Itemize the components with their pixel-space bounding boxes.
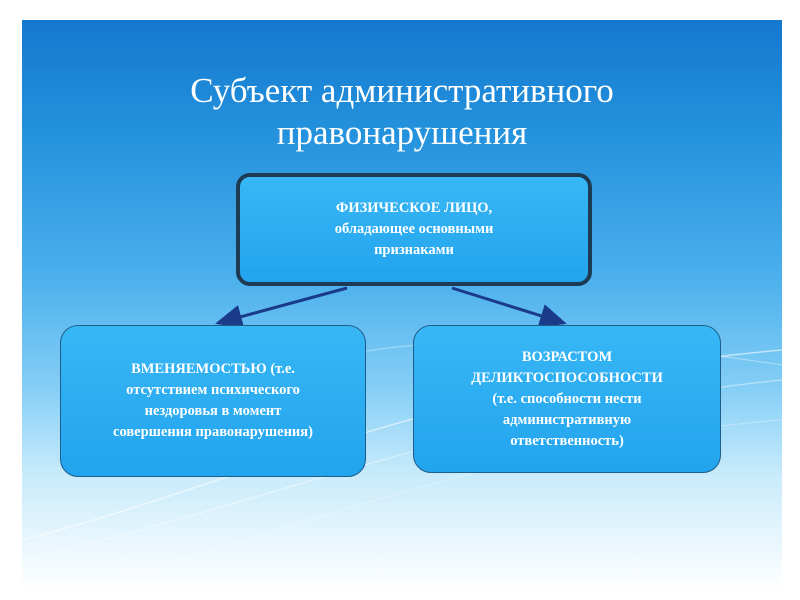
arrow-to-right xyxy=(451,286,567,328)
root-node-physical-person: ФИЗИЧЕСКОЕ ЛИЦО, обладающее основными пр… xyxy=(236,173,592,286)
left-node-line-2: отсутствием психического xyxy=(126,382,300,398)
root-node-line-3: признаками xyxy=(374,242,454,258)
right-node-line-2: ДЕЛИКТОСПОСОБНОСТИ xyxy=(471,369,663,386)
root-node-line-2: обладающее основными xyxy=(334,221,494,237)
slide-title: Субъект административного правонарушения xyxy=(22,70,782,154)
left-node-line-4: совершения правонарушения) xyxy=(113,424,313,440)
slide: Субъект административного правонарушения… xyxy=(22,20,782,590)
child-node-age-capacity: ВОЗРАСТОМ ДЕЛИКТОСПОСОБНОСТИ (т.е. спосо… xyxy=(413,325,721,473)
right-node-line-1: ВОЗРАСТОМ xyxy=(521,348,613,365)
left-node-line-1: ВМЕНЯЕМОСТЬЮ (т.е. xyxy=(131,361,295,377)
right-node-line-4: административную xyxy=(502,411,632,428)
title-line-2: правонарушения xyxy=(276,113,528,152)
right-node-line-5: ответственность) xyxy=(510,432,624,449)
root-node-line-1: ФИЗИЧЕСКОЕ ЛИЦО, xyxy=(335,200,493,216)
left-node-line-3: нездоровья в момент xyxy=(144,403,282,419)
child-node-sanity: ВМЕНЯЕМОСТЬЮ (т.е. отсутствием психическ… xyxy=(60,325,366,477)
right-node-line-3: (т.е. способности нести xyxy=(492,390,642,407)
connector-arrows xyxy=(215,286,567,329)
title-line-1: Субъект административного xyxy=(190,71,614,110)
arrow-to-left xyxy=(215,286,348,329)
